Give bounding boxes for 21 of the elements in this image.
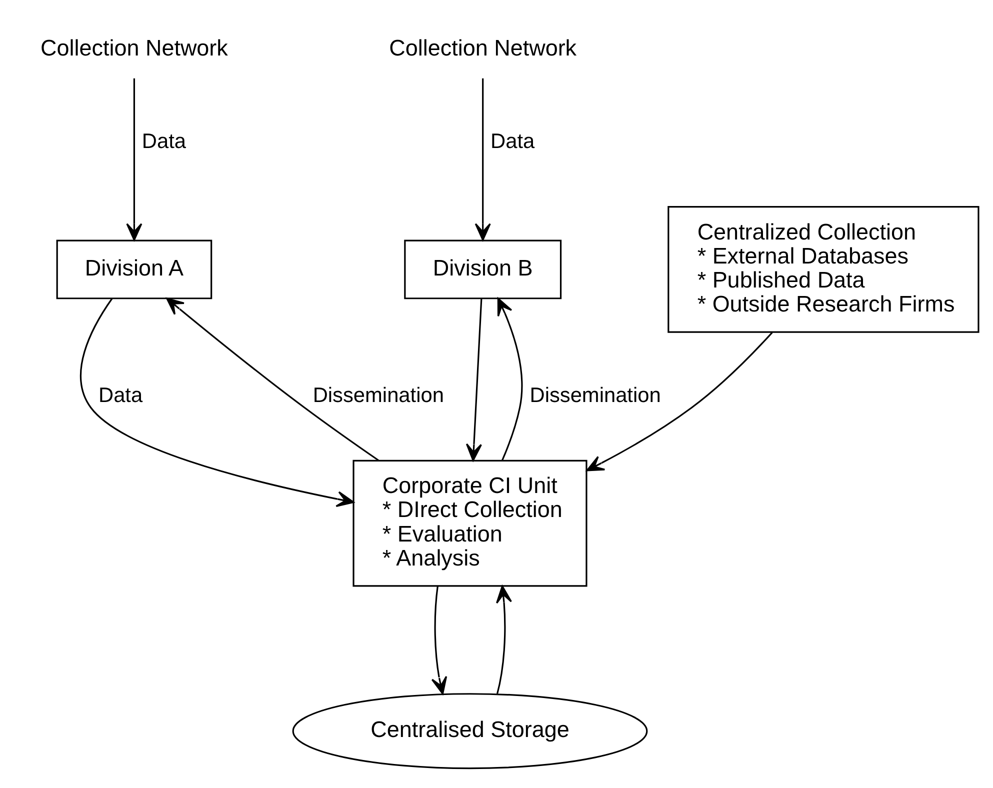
arrow — [496, 584, 512, 694]
arrow — [497, 297, 523, 460]
node-text: Collection Network — [389, 34, 577, 60]
node-text: Collection Network — [40, 34, 228, 60]
arrow — [466, 298, 482, 461]
edge-label: Dissemination — [312, 383, 444, 406]
arrow — [80, 298, 354, 506]
node-box: Centralized Collection * External Databases * Published Data * Outside Research Firms — [668, 205, 980, 332]
arrow — [586, 332, 773, 471]
node-box: Corporate CI Unit * DIrect Collection * Evaluation * Analysis — [352, 459, 588, 586]
node-box: Division A — [56, 239, 212, 299]
node-box: Division B — [404, 239, 562, 299]
arrow — [126, 78, 142, 240]
node-ellipse: Centralised Storage — [292, 692, 648, 769]
arrow — [431, 586, 448, 694]
arrow — [474, 78, 491, 240]
edge-label: Data — [142, 129, 186, 152]
edge-label: Dissemination — [530, 383, 661, 406]
arrow — [166, 297, 379, 461]
edge-label: Data — [490, 129, 535, 152]
edge-label: Data — [98, 383, 143, 406]
